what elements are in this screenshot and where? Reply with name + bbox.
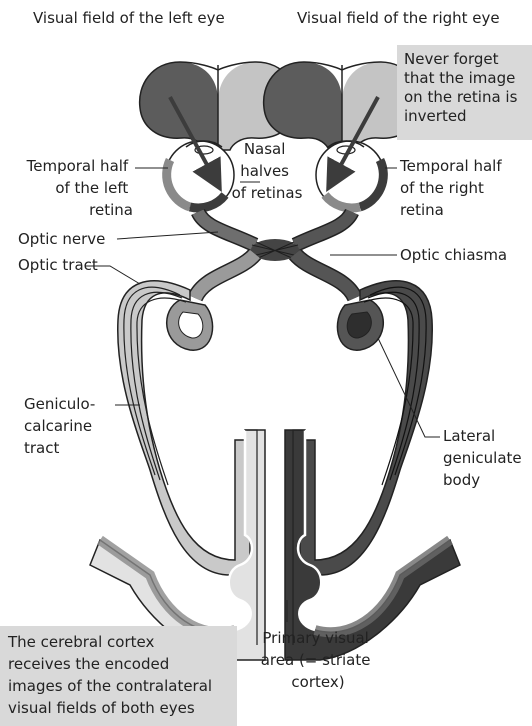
optic-nerve-label: Optic nerve [18, 230, 105, 248]
temporal-right-label: Temporal half of the right retina [399, 157, 506, 219]
optic-chiasma-label: Optic chiasma [400, 246, 507, 264]
geniculocalcarine-label: Geniculo- calcarine tract [24, 395, 100, 457]
lateral-geniculate-label: Lateral geniculate body [443, 427, 526, 489]
optic-tract-label: Optic tract [18, 256, 98, 274]
right-lateral-geniculate-body [337, 300, 383, 350]
primary-visual-area-label: Primary visual area (= striate cortex) [261, 629, 376, 691]
left-lateral-geniculate-body [167, 300, 213, 350]
left-eye-field-title: Visual field of the left eye [33, 9, 225, 27]
right-eye-field-title: Visual field of the right eye [297, 9, 500, 27]
nasal-halves-label: Nasal halves of retinas [232, 140, 303, 202]
temporal-left-label: Temporal half of the left retina [26, 157, 133, 219]
right-visual-field [264, 62, 421, 150]
